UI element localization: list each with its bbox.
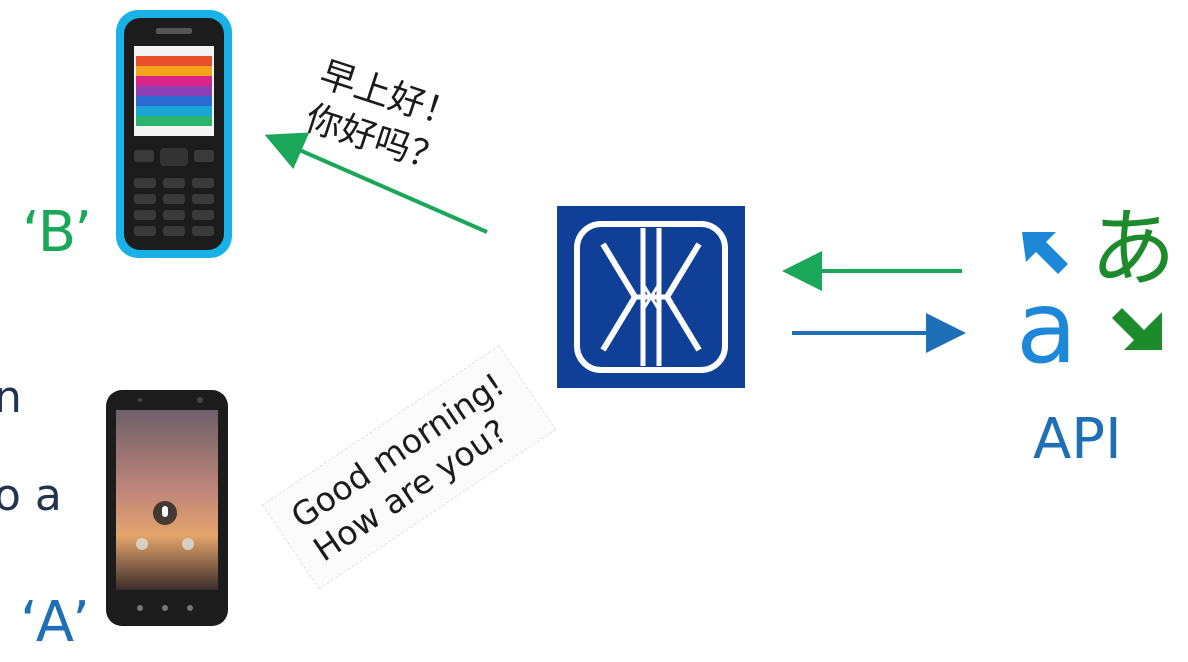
- smartphone-icon: [106, 390, 228, 626]
- translator-api-icon: あ a: [1016, 200, 1172, 370]
- cutoff-text-line1: n: [0, 372, 22, 423]
- feature-phone-icon: [116, 10, 232, 258]
- cutoff-text-line2: o a: [0, 470, 62, 521]
- arrow-to-phone-b: [264, 132, 488, 234]
- svg-text:a: a: [1016, 269, 1077, 370]
- gateway-logo-icon: [557, 206, 745, 388]
- phone-a-label: ‘A’: [20, 590, 90, 655]
- api-label: API: [1033, 407, 1122, 472]
- svg-text:あ: あ: [1090, 200, 1172, 299]
- phone-b-label: ‘B’: [22, 200, 92, 265]
